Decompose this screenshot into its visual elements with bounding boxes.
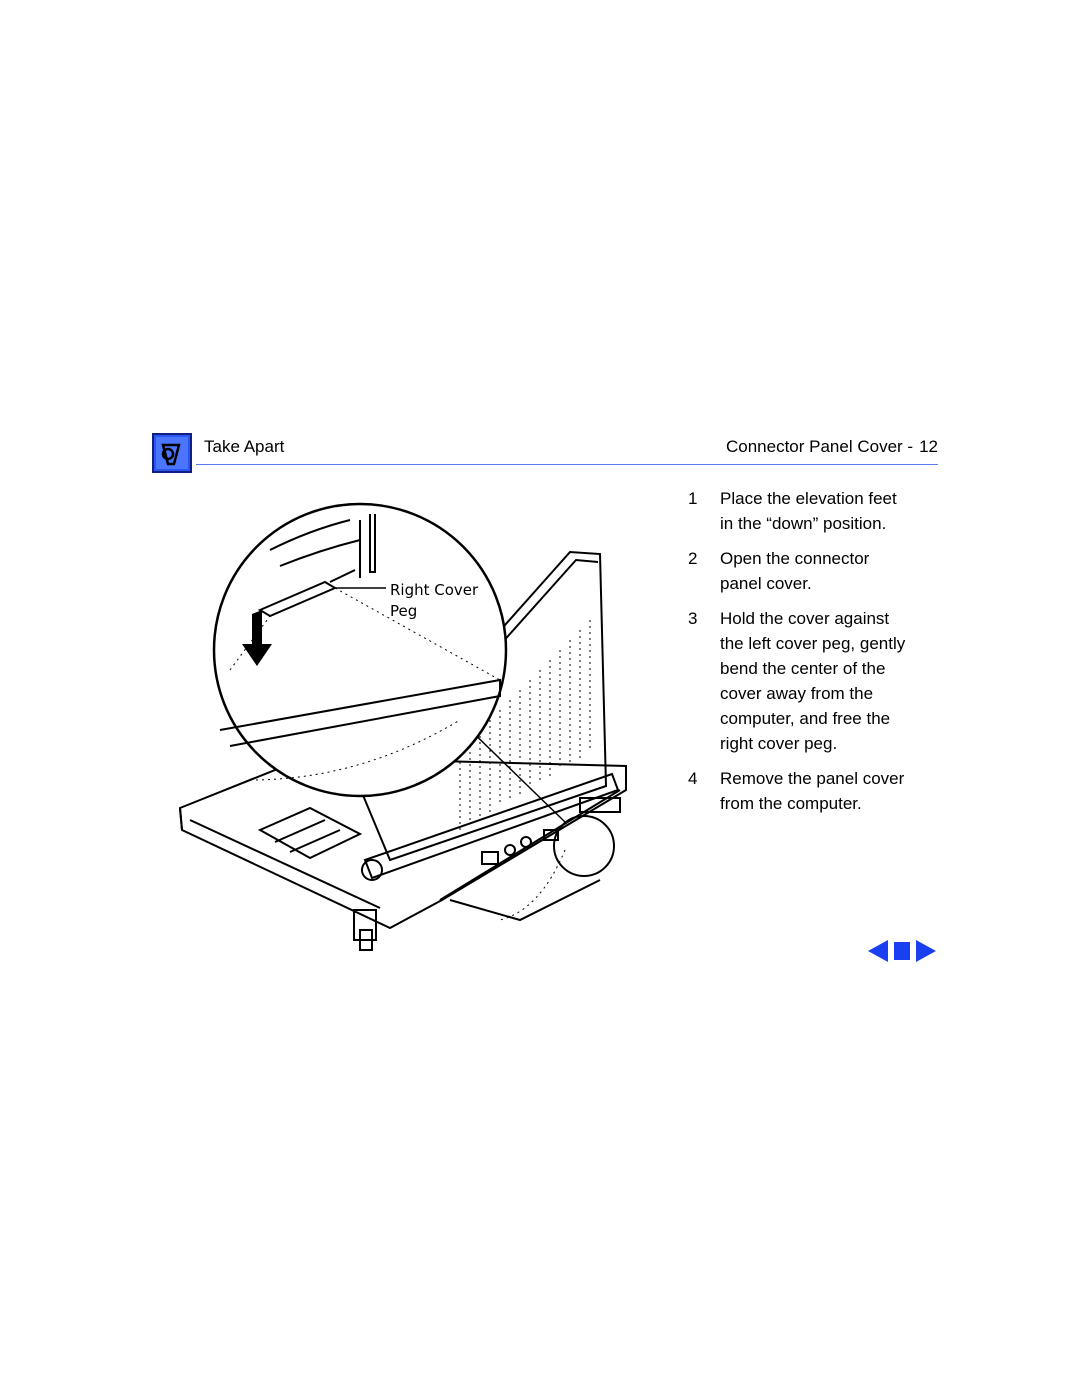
step-text: Open the connector panel cover. (720, 549, 870, 593)
section-title: Take Apart (204, 437, 285, 456)
step-text: Hold the cover against the left cover pe… (720, 609, 906, 753)
step-item: 4 Remove the panel cover from the compute… (688, 766, 958, 816)
page-title-text: Connector Panel Cover - (725, 437, 914, 456)
step-number: 1 (688, 489, 698, 508)
right-arrow-icon[interactable] (914, 938, 938, 964)
connector-panel-illustration (178, 502, 627, 951)
header-rule (196, 464, 938, 465)
square-icon[interactable] (894, 942, 910, 960)
step-item: 3 Hold the cover against the left cover p… (688, 606, 958, 756)
page-number: 12 (919, 437, 938, 456)
left-arrow-icon[interactable] (866, 938, 890, 964)
step-text: Remove the panel cover from the computer… (720, 769, 905, 813)
step-item: 1 Place the elevation feet in the “down” … (688, 486, 958, 536)
step-number: 2 (688, 549, 698, 568)
step-number: 3 (688, 609, 698, 628)
step-list: 1 Place the elevation feet in the “down” … (688, 486, 958, 826)
step-text: Place the elevation feet in the “down” p… (720, 489, 897, 533)
step-number: 4 (688, 769, 698, 788)
right-cover-peg-callout: Right Cover Peg (390, 581, 479, 620)
manual-book-icon (152, 433, 192, 473)
step-item: 2 Open the connector panel cover. (688, 546, 958, 596)
page-title: Connector Panel Cover - 12 (720, 437, 938, 457)
page-navigation (866, 938, 938, 964)
